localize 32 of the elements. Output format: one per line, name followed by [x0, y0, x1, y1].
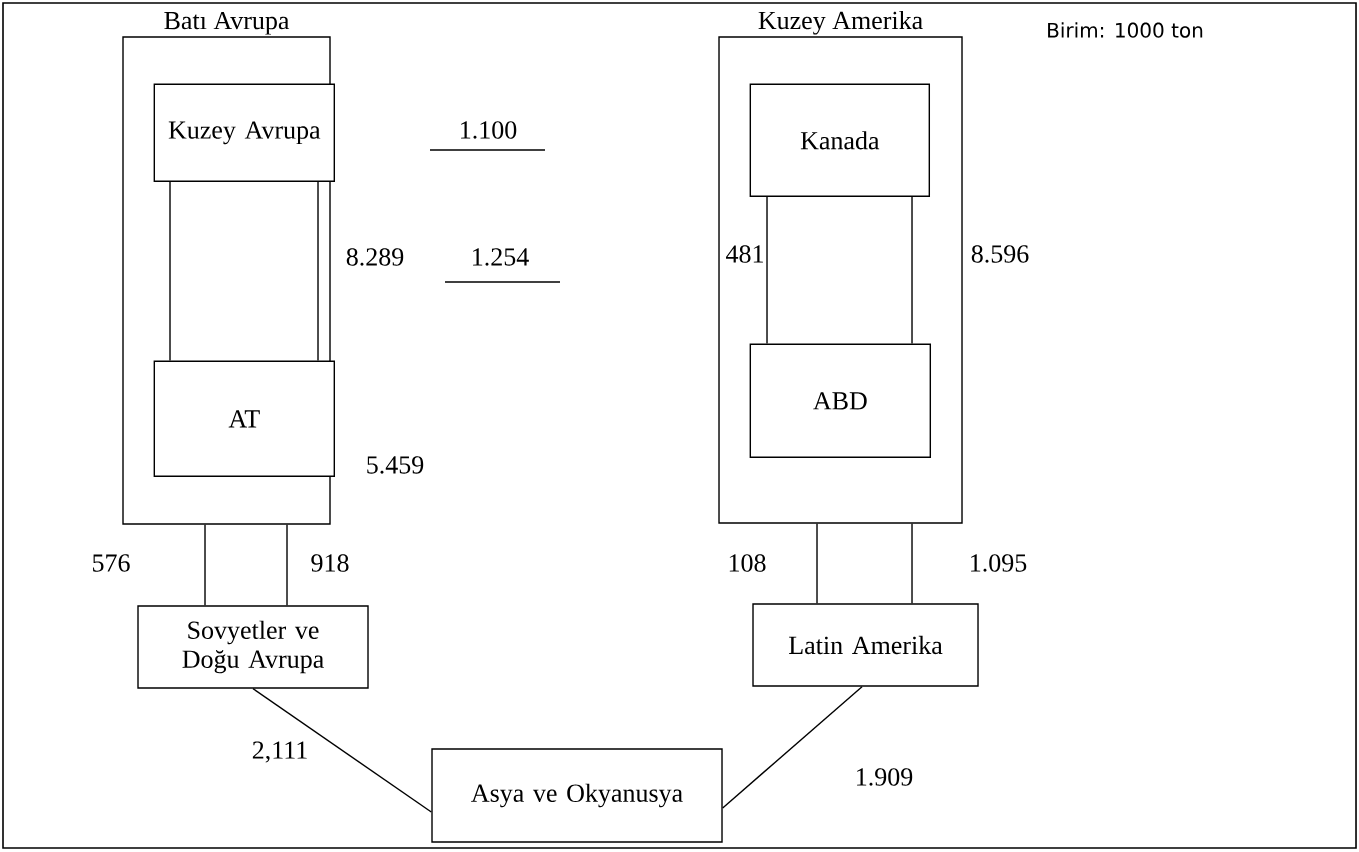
country-box: ABD: [749, 343, 931, 458]
flow-value: 1.100: [429, 121, 546, 151]
node-label: Batı Avrupa: [164, 11, 290, 35]
flow-value: 1.909: [853, 767, 915, 787]
connector-line: [204, 524, 206, 606]
country-box: Sovyetler ve Doğu Avrupa: [137, 605, 369, 689]
country-box: Kuzey Avrupa: [153, 83, 335, 182]
connector-line: [911, 523, 913, 604]
connector-line: [169, 181, 171, 362]
unit-note: Birim: 1000 ton: [1048, 22, 1203, 38]
flow-value: 576: [90, 553, 132, 573]
flow-value: 8.596: [969, 244, 1031, 264]
connector-line: [816, 523, 818, 604]
connector-line: [317, 181, 319, 362]
flow-value: 1.254: [444, 248, 561, 283]
connector-line: [286, 524, 288, 606]
connector-line: [252, 688, 432, 813]
connector-line: [766, 196, 768, 345]
node-label: Kuzey Amerika: [758, 10, 923, 35]
flow-value: 1.095: [967, 553, 1029, 573]
flow-value: 481: [724, 244, 766, 264]
flow-value: 918: [309, 553, 351, 573]
flow-value: 108: [726, 553, 768, 573]
flow-value: 2,111: [250, 740, 310, 764]
flow-value: 8.289: [344, 247, 406, 267]
country-box: Kanada: [749, 83, 930, 197]
connector-line: [911, 196, 913, 345]
connector-line: [722, 686, 863, 809]
country-box: AT: [153, 360, 335, 477]
flow-value: 5.459: [367, 456, 424, 474]
country-box: Asya ve Okyanusya: [431, 748, 723, 843]
country-box: Latin Amerika: [752, 603, 979, 687]
